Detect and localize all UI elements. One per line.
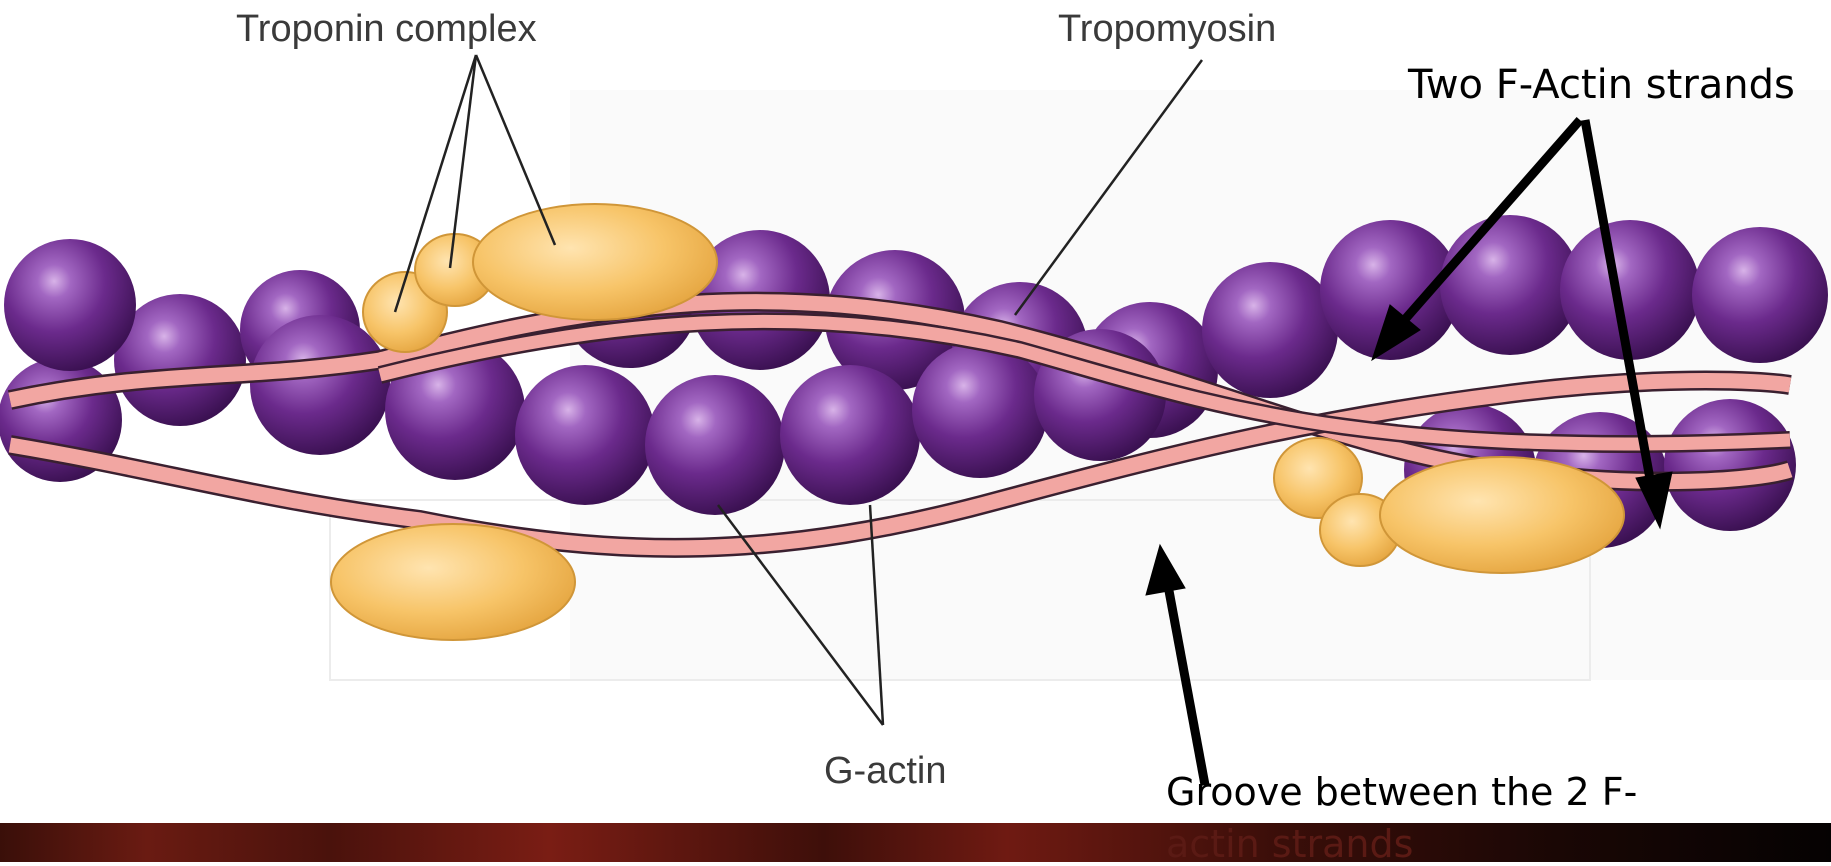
g-actin-bead: [645, 375, 785, 515]
g-actin-bead: [1560, 220, 1700, 360]
tropomyosin-label: Tropomyosin: [1058, 10, 1276, 48]
troponin-label: Troponin complex: [236, 10, 537, 48]
g-actin-bead: [780, 365, 920, 505]
bottom-color-band: [0, 823, 1831, 862]
troponin-subunit: [1380, 457, 1624, 573]
g-actin-bead: [1692, 227, 1828, 363]
troponin-subunit: [331, 524, 575, 640]
g-actin-bead: [4, 239, 136, 371]
g-actin-label: G-actin: [824, 752, 946, 790]
two-strands-label: Two F-Actin strands: [1408, 65, 1795, 105]
g-actin-bead: [1202, 262, 1338, 398]
troponin-subunit: [473, 204, 717, 320]
g-actin-bead: [250, 315, 390, 455]
troponin-leader-line: [476, 55, 555, 245]
troponin-complex-bottom: [331, 524, 575, 640]
groove-label-line1: Groove between the 2 F-: [1166, 773, 1637, 811]
groove-label-line2: actin strands: [1166, 825, 1413, 863]
g-actin-bead: [1440, 215, 1580, 355]
g-actin-bead: [912, 342, 1048, 478]
g-actin-bead: [515, 365, 655, 505]
